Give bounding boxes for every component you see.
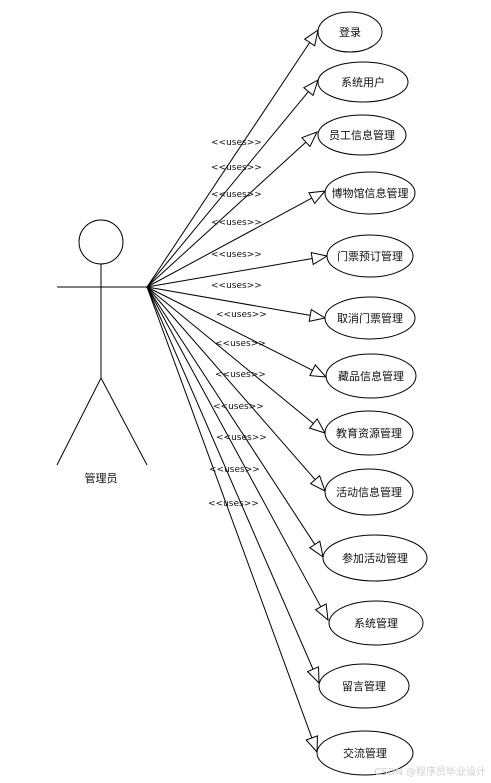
use-case-label: 门票预订管理 — [337, 249, 403, 263]
watermark: CSDN @程序员毕业设计 — [374, 765, 486, 778]
actor-label: 管理员 — [85, 471, 118, 485]
uses-labels: <<uses>> <<uses>> <<uses>> <<uses>> <<uses>>… — [208, 138, 267, 509]
uses-label: <<uses>> — [211, 250, 262, 260]
actor: 管理员 — [56, 219, 148, 485]
uses-arrowhead — [314, 603, 329, 622]
actor-left-leg — [56, 377, 102, 466]
uses-label: <<uses>> — [211, 281, 262, 291]
use-case-ellipse — [326, 234, 414, 278]
use-case: 留言管理 — [318, 663, 410, 709]
use-case: 参加活动管理 — [322, 534, 428, 582]
use-case-ellipse — [317, 61, 409, 103]
use-case: 取消门票管理 — [324, 296, 416, 340]
actor-head — [78, 219, 124, 265]
use-case: 藏品信息管理 — [325, 353, 417, 399]
uses-line — [146, 286, 316, 481]
uses-arrowhead — [308, 417, 327, 434]
use-case-ellipse — [325, 353, 417, 399]
uses-line — [146, 286, 322, 608]
uses-arrowhead — [308, 540, 324, 559]
use-case-label: 教育资源管理 — [336, 426, 402, 440]
use-case-label: 博物馆信息管理 — [332, 186, 409, 200]
uses-arrowhead — [310, 251, 329, 266]
uses-label: <<uses>> — [211, 190, 262, 200]
uses-arrowhead — [308, 190, 327, 205]
use-case: 员工信息管理 — [317, 114, 407, 156]
use-case-label: 留言管理 — [342, 679, 386, 693]
uses-line — [146, 258, 313, 288]
uses-line — [146, 286, 316, 545]
actor-right-leg — [100, 377, 148, 466]
use-case-label: 员工信息管理 — [329, 128, 395, 142]
use-case-ellipse — [324, 410, 414, 456]
use-case: 博物馆信息管理 — [324, 171, 416, 215]
use-case-label: 取消门票管理 — [337, 311, 403, 325]
uses-label: <<uses>> — [211, 138, 262, 148]
use-case: 系统管理 — [328, 600, 424, 646]
uses-line — [146, 141, 307, 288]
uses-arrowhead — [309, 474, 326, 493]
relations — [146, 28, 329, 754]
uses-label: <<uses>> — [216, 433, 267, 443]
uses-label: <<uses>> — [208, 499, 259, 509]
uses-arrowhead — [305, 735, 319, 754]
uses-label: <<uses>> — [211, 218, 262, 228]
use-case-ellipse — [328, 600, 424, 646]
use-case-ellipse — [318, 663, 410, 709]
use-case-ellipse — [324, 468, 414, 516]
use-case-ellipse — [324, 296, 416, 340]
uses-label: <<uses>> — [209, 465, 260, 475]
uses-line — [146, 286, 311, 316]
use-case-label: 登录 — [339, 25, 361, 39]
use-case: 登录 — [317, 11, 383, 53]
uses-line — [146, 286, 314, 670]
use-case-ellipse — [317, 11, 383, 53]
use-case-label: 交流管理 — [343, 746, 387, 760]
use-cases: 登录系统用户员工信息管理博物馆信息管理门票预订管理取消门票管理藏品信息管理教育资… — [316, 11, 428, 776]
uses-line — [146, 197, 313, 288]
use-case-label: 藏品信息管理 — [338, 369, 404, 383]
use-case-ellipse — [322, 534, 428, 582]
uses-label: <<uses>> — [213, 402, 264, 412]
uses-line — [146, 286, 313, 739]
uses-arrowhead — [301, 131, 318, 148]
uses-label: <<uses>> — [216, 310, 267, 320]
uses-arrowhead — [303, 28, 319, 47]
use-case: 门票预订管理 — [326, 234, 414, 278]
uses-line — [146, 42, 311, 288]
use-case: 系统用户 — [317, 61, 409, 103]
uses-line — [146, 286, 314, 424]
use-case-label: 系统用户 — [341, 75, 385, 89]
use-case: 教育资源管理 — [324, 410, 414, 456]
uses-line — [146, 286, 313, 371]
use-case: 交流管理 — [316, 730, 414, 776]
use-case: 活动信息管理 — [324, 468, 414, 516]
use-case-ellipse — [317, 114, 407, 156]
uses-label: <<uses>> — [215, 339, 266, 349]
use-case-ellipse — [316, 730, 414, 776]
uses-arrowhead — [306, 666, 320, 685]
use-case-label: 活动信息管理 — [336, 485, 402, 499]
uses-arrowhead — [302, 78, 319, 97]
uses-label: <<uses>> — [215, 370, 266, 380]
uses-label: <<uses>> — [211, 163, 262, 173]
uses-line — [146, 91, 309, 288]
use-case-label: 参加活动管理 — [342, 551, 408, 565]
uses-arrowhead — [308, 308, 327, 322]
use-case-label: 系统管理 — [354, 616, 398, 630]
use-case-ellipse — [324, 171, 416, 215]
uses-arrowhead — [309, 364, 328, 378]
